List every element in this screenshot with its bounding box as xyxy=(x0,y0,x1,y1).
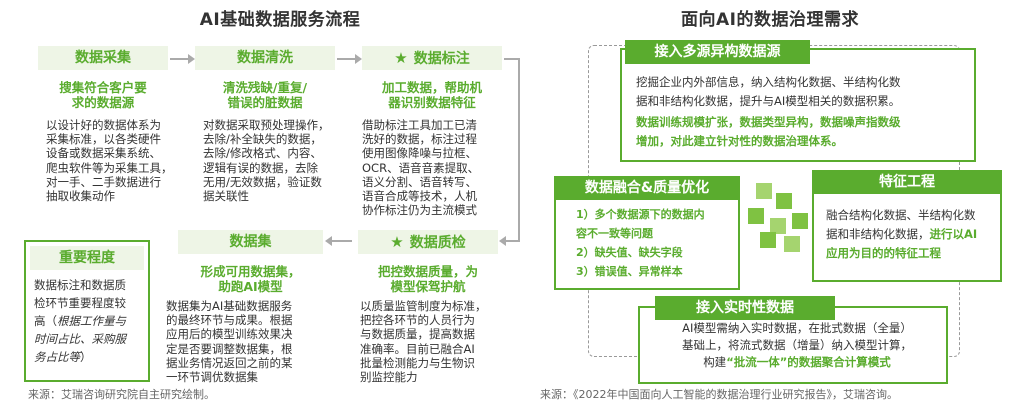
multi-source-highlight: 数据训练规模扩张，数据类型异构，数据噪声指数级 增加，对此建立针对性的数据治理体… xyxy=(636,115,901,148)
importance-italic: 根据工作量与 时间占比、采购服 务占比等 xyxy=(34,314,126,364)
multi-source-text: 挖掘企业内外部信息，纳入结构化数据、半结构化数 据和非结构化数据，提升与AI模型… xyxy=(636,73,966,111)
star-icon: ★ xyxy=(390,233,404,251)
realtime-text2: “批流一体”的数据聚合计算模式 xyxy=(726,355,891,369)
feature-text2: 进行以AI 应用为目的的特征工程 xyxy=(826,227,978,260)
multi-source-text1: 挖掘企业内外部信息，纳入结构化数据、半结构化数 据和非结构化数据，提升与AI模型… xyxy=(636,75,901,108)
stage-body-cleaning: 对数据采取预处理操作， 去除/补全缺失的数据， 去除/修改格式、内容、 逻辑有误… xyxy=(203,118,330,204)
stage-head-cleaning-label: 数据清洗 xyxy=(237,50,293,66)
feature-head: 特征工程 xyxy=(812,170,1002,194)
realtime-text1: AI模型需纳入实时数据，在批式数据（全量） 基础上，将流式数据（增量）纳入模型计… xyxy=(682,321,912,369)
arrow-line xyxy=(504,58,520,60)
left-title: AI基础数据服务流程 xyxy=(199,10,361,30)
arrow-head-icon xyxy=(355,54,362,64)
decor-square xyxy=(760,232,776,248)
arrow-line xyxy=(330,240,352,242)
arrow-line xyxy=(337,58,357,60)
stage-head-quality-label: 数据质检 xyxy=(409,235,466,251)
stage-head-collection: 数据采集 xyxy=(38,46,168,70)
stage-sub-collection: 搜集符合客户要 求的数据源 xyxy=(59,80,147,110)
stage-sub-quality: 把控数据质量，为 模型保驾护航 xyxy=(377,264,478,294)
star-icon: ★ xyxy=(394,49,408,67)
realtime-text: AI模型需纳入实时数据，在批式数据（全量） 基础上，将流式数据（增量）纳入模型计… xyxy=(652,320,942,371)
feature-text: 融合结构化数据、半结构化数 据和非结构化数据，进行以AI 应用为目的的特征工程 xyxy=(826,206,996,263)
stage-body-collection: 以设计好的数据体系为 采集标准，以各类硬件 设备或数据采集系统、 爬虫软件等为采… xyxy=(46,118,173,204)
arrow-line xyxy=(505,240,520,242)
stage-sub-dataset: 形成可用数据集， 助跑AI模型 xyxy=(200,264,301,294)
multi-source-box xyxy=(620,48,976,162)
fusion-item-3: 3）错误值、异常样本 xyxy=(576,265,683,278)
stage-head-collection-label: 数据采集 xyxy=(75,50,131,66)
fusion-item-1: 1）多个数据源下的数据内 容不一致等问题 xyxy=(576,208,705,240)
decor-square xyxy=(792,213,808,229)
decor-square xyxy=(748,208,764,224)
feature-box xyxy=(812,180,1002,282)
arrow-line xyxy=(518,58,520,242)
stage-head-cleaning: 数据清洗 xyxy=(195,46,335,70)
stage-head-dataset-label: 数据集 xyxy=(229,234,272,250)
decor-square xyxy=(776,193,792,209)
stage-body-quality: 以质量监管制度为标准， 把控各环节的人员行为 与数据质量，提高数据 准确率。目前… xyxy=(360,299,487,385)
realtime-head: 接入实时性数据 xyxy=(655,296,835,320)
stage-sub-annotation: 加工数据，帮助机 器识别数据特征 xyxy=(381,80,482,110)
fusion-box xyxy=(554,198,740,290)
arrow-head-icon xyxy=(188,54,195,64)
right-title: 面向AI的数据治理需求 xyxy=(681,10,859,30)
fusion-head: 数据融合&质量优化 xyxy=(554,176,740,200)
stage-head-quality: ★ 数据质检 xyxy=(358,230,498,254)
stage-sub-cleaning: 清洗残缺/重复/ 错误的脏数据 xyxy=(222,80,308,110)
arrow-head-icon xyxy=(325,236,332,246)
importance-box: 重要程度 数据标注和数据质 检环节重要程度较 高（根据工作量与 时间占比、采购服… xyxy=(24,240,150,382)
stage-body-annotation: 借助标注工具加工已清 洗好的数据，标注过程 使用图像降噪与拉框、 OCR、语音音… xyxy=(362,118,480,218)
right-source: 来源：《2022年中国面向人工智能的数据治理行业研究报告》，艾瑞咨询。 xyxy=(540,388,898,401)
stage-body-dataset: 数据集为AI基础数据服务 的最终环节与成果。根据 应用后的模型训练效果决 定是否… xyxy=(166,299,293,385)
importance-body: 数据标注和数据质 检环节重要程度较 高（根据工作量与 时间占比、采购服 务占比等… xyxy=(26,270,148,366)
stage-head-annotation: ★ 数据标注 xyxy=(362,46,502,70)
stage-head-dataset: 数据集 xyxy=(178,230,323,254)
feature-text1: 融合结构化数据、半结构化数 据和非结构化数据， xyxy=(826,208,976,241)
decor-square xyxy=(784,236,800,252)
left-source: 来源：艾瑞咨询研究院自主研究绘制。 xyxy=(28,388,215,401)
arrow-line xyxy=(170,58,190,60)
decor-square xyxy=(770,218,786,234)
importance-head: 重要程度 xyxy=(30,246,144,270)
importance-text: 数据标注和数据质 检环节重要程度较 高（ xyxy=(34,278,126,328)
stage-head-annotation-label: 数据标注 xyxy=(413,51,470,67)
decor-square xyxy=(756,183,772,199)
multi-source-head: 接入多源异构数据源 xyxy=(625,40,810,64)
importance-end: ） xyxy=(80,350,92,364)
fusion-item-2: 2）缺失值、缺失字段 xyxy=(576,246,683,259)
arrow-head-icon xyxy=(499,236,506,246)
